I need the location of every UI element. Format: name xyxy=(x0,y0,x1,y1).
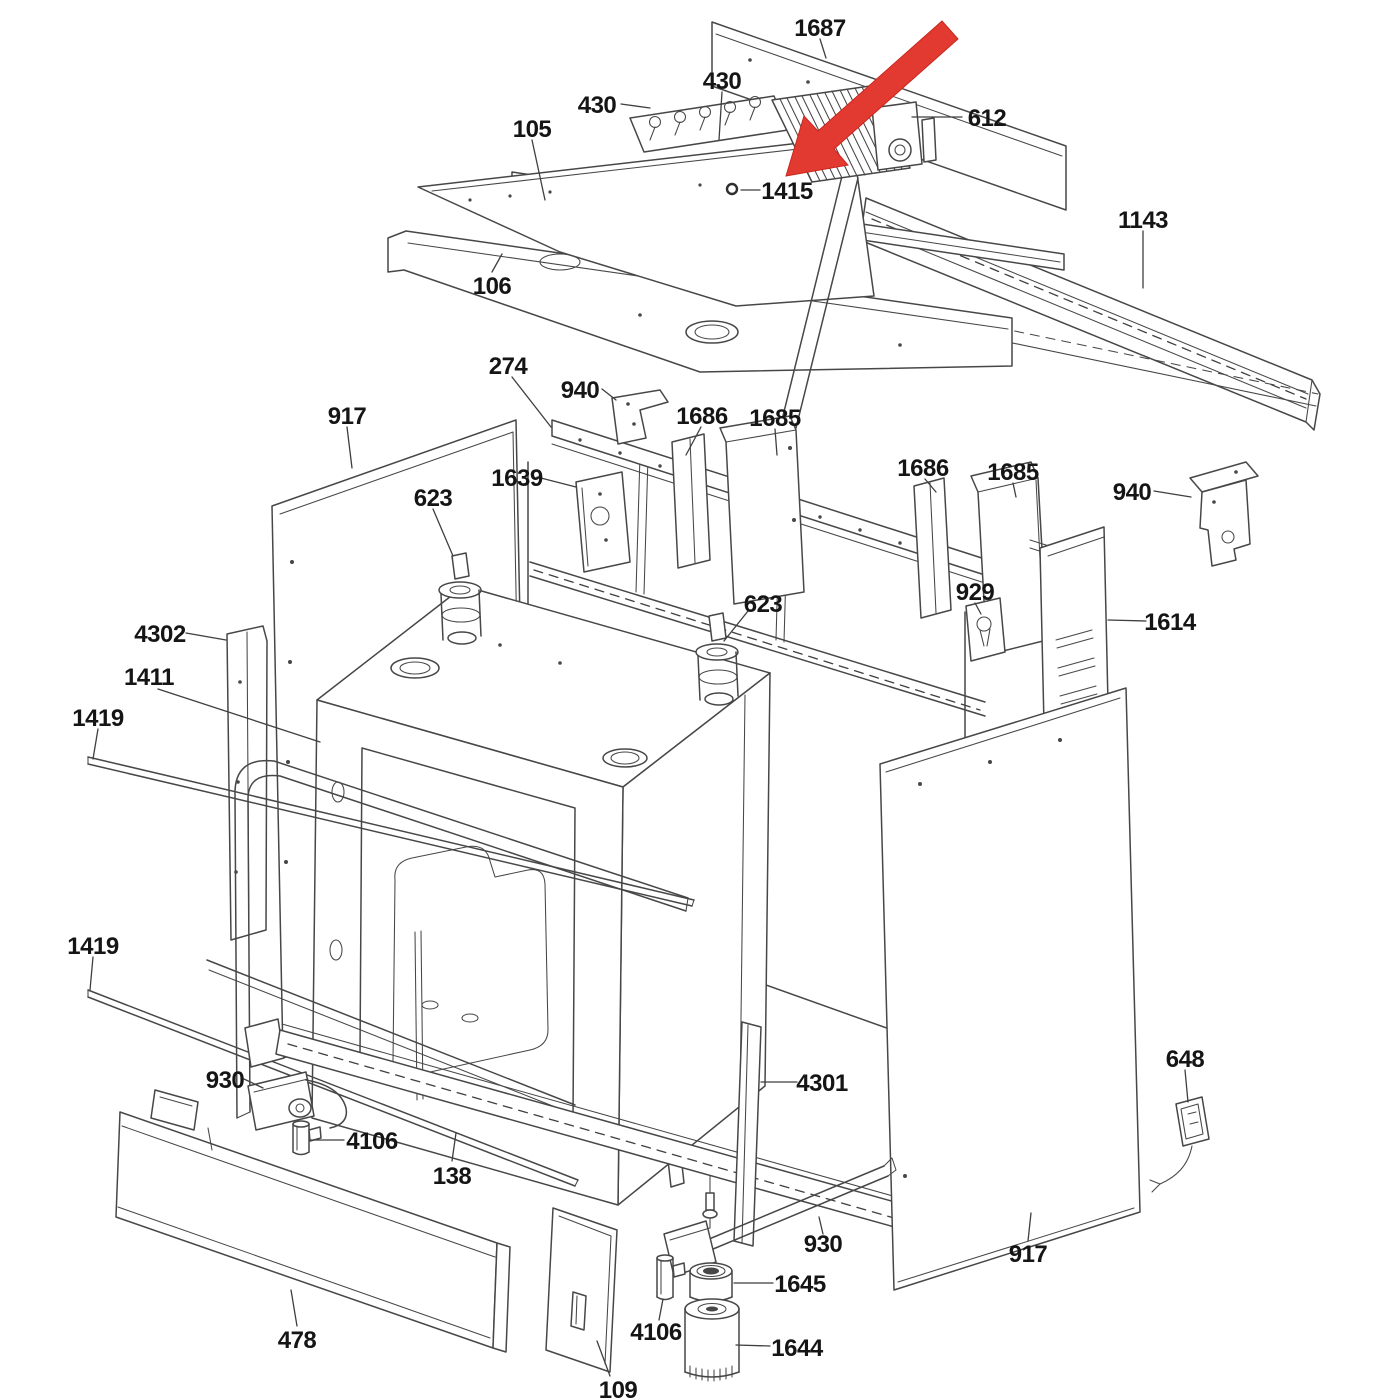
part-930-latch-bracket-left xyxy=(247,1071,348,1131)
part-label-930-lower: 930 xyxy=(804,1231,843,1258)
part-label-105: 105 xyxy=(513,116,552,143)
part-1644-filter-cartridge xyxy=(684,1298,740,1382)
part-106-bottom-sheet xyxy=(387,230,1013,373)
part-label-1686-left: 1686 xyxy=(676,403,728,430)
part-1685-panel-left xyxy=(719,415,805,605)
part-4106-hinge-pin-left xyxy=(292,1120,322,1156)
part-label-4106-bottom: 4106 xyxy=(630,1319,682,1346)
part-label-930-left: 930 xyxy=(206,1067,245,1094)
part-917-right-side-panel xyxy=(879,687,1141,1291)
part-label-430-left: 430 xyxy=(578,92,617,119)
part-label-1415: 1415 xyxy=(761,178,813,205)
part-109-inner-door-panel xyxy=(545,1207,618,1373)
part-label-917-right: 917 xyxy=(1009,1241,1048,1268)
part-1415-screw-marker xyxy=(725,182,739,196)
part-label-1687: 1687 xyxy=(794,15,846,42)
part-label-623-center: 623 xyxy=(744,591,783,618)
part-label-917-left: 917 xyxy=(328,403,367,430)
part-label-623-upper: 623 xyxy=(414,485,453,512)
part-648-power-plug xyxy=(1149,1096,1210,1193)
part-label-1639: 1639 xyxy=(491,465,543,492)
part-label-1143: 1143 xyxy=(1118,207,1168,234)
part-1686-bracket-left xyxy=(671,433,711,569)
part-label-4106-left: 4106 xyxy=(346,1128,398,1155)
part-1645-spacer-ring xyxy=(689,1262,733,1303)
part-label-274: 274 xyxy=(489,353,529,380)
oven-cavity-box xyxy=(206,585,771,1229)
part-label-1644: 1644 xyxy=(771,1335,824,1362)
part-label-940-right: 940 xyxy=(1113,479,1152,506)
part-940-bracket-right xyxy=(1189,461,1259,567)
part-4302-side-trim xyxy=(226,625,268,941)
part-label-1685-right: 1685 xyxy=(987,459,1039,486)
part-label-1419-upper: 1419 xyxy=(72,705,124,732)
part-label-1685-left: 1685 xyxy=(749,405,801,432)
part-1419-trim-rod-lower xyxy=(87,989,579,1187)
red-callout-arrow xyxy=(785,20,959,177)
part-1686-bracket-right xyxy=(913,477,952,619)
part-label-648: 648 xyxy=(1166,1046,1205,1073)
part-label-1411: 1411 xyxy=(124,664,174,691)
part-label-1686-right: 1686 xyxy=(897,455,949,482)
part-label-612: 612 xyxy=(968,105,1007,132)
part-940-bracket-left xyxy=(611,389,669,445)
part-label-109: 109 xyxy=(599,1377,638,1400)
part-930-support-rail-lower xyxy=(663,1157,897,1277)
part-label-4302: 4302 xyxy=(134,621,186,648)
part-105-deflector-panel xyxy=(417,136,875,433)
part-label-1419-lower: 1419 xyxy=(67,933,119,960)
part-label-1614: 1614 xyxy=(1144,609,1197,636)
leader-lines xyxy=(89,38,1192,1377)
part-labels: 1687 430 430 612 105 1415 106 1143 274 9… xyxy=(67,15,1205,1400)
part-4106-hinge-pin-bottom xyxy=(656,1254,686,1301)
part-478-drawer-door-panel xyxy=(115,1089,511,1353)
part-label-106: 106 xyxy=(473,273,512,300)
part-label-430-upper: 430 xyxy=(703,68,742,95)
part-label-929: 929 xyxy=(956,579,995,606)
part-623-lamp-socket-center xyxy=(695,612,739,706)
part-1419-trim-rod-upper xyxy=(87,756,695,907)
part-1639-inner-bracket xyxy=(575,471,631,573)
part-label-4301: 4301 xyxy=(796,1070,848,1097)
part-929-latch-plate xyxy=(965,597,1006,662)
part-label-138: 138 xyxy=(433,1163,472,1190)
part-4301-side-strip xyxy=(733,1021,762,1247)
part-label-1645: 1645 xyxy=(774,1271,826,1298)
part-label-940-left: 940 xyxy=(561,377,600,404)
part-430-terminal-clips xyxy=(629,95,789,153)
part-label-478: 478 xyxy=(278,1327,317,1354)
part-623-lamp-socket-upper xyxy=(438,552,482,645)
